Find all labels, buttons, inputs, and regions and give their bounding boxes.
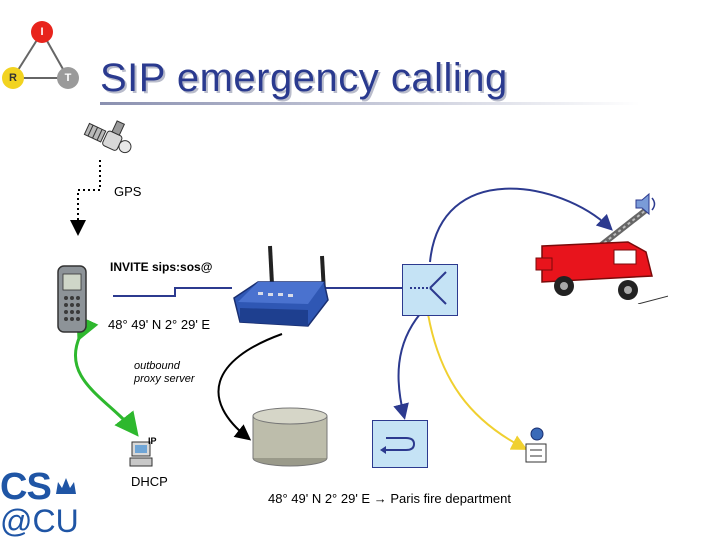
invite-path — [113, 287, 232, 297]
cell-phone-icon — [57, 265, 87, 333]
proxy-to-truck-arrow — [429, 187, 613, 263]
fire-truck-icon — [535, 207, 668, 304]
directory-server-icon — [525, 427, 547, 463]
redirect-arrow-icon — [380, 437, 416, 454]
node-r: R — [2, 67, 24, 89]
title-underline — [100, 102, 640, 105]
destination-arrow-glyph: → — [373, 491, 387, 506]
phone-dhcp-arrow — [73, 314, 139, 437]
invite-label: INVITE sips:sos@ — [110, 260, 213, 274]
dhcp-label: DHCP — [131, 474, 168, 489]
cs-cu-logo: CS @CU — [0, 468, 90, 540]
proxy-to-ldap-arrow — [427, 313, 528, 450]
page-title: SIP emergency calling — [100, 56, 508, 100]
speaker-icon — [635, 192, 656, 216]
destination-name: Paris fire department — [390, 491, 512, 506]
proxy-fork-icon — [410, 271, 447, 305]
satellite-icon — [83, 120, 132, 154]
destination-coords: 48° 49' N 2° 29' E — [268, 491, 371, 506]
gps-label: GPS — [114, 184, 142, 199]
location-database-icon — [252, 407, 328, 467]
node-t: T — [57, 67, 79, 89]
proxy-label-line2: proxy server — [134, 373, 195, 385]
crown-icon — [56, 478, 76, 494]
proxy-to-redirect-arrow — [393, 313, 421, 420]
dhcp-server-icon — [129, 441, 153, 467]
proxy-server-box — [402, 264, 458, 316]
wireless-router-icon — [233, 245, 329, 327]
ip-tag: IP — [148, 436, 157, 446]
router-to-db-arrow — [217, 333, 283, 441]
phone-coords-label: 48° 49' N 2° 29' E — [108, 317, 211, 332]
logo-line1: CS — [0, 466, 52, 508]
logo-line2: @CU — [0, 503, 79, 539]
gps-dotted-arrow — [70, 160, 101, 236]
node-i: I — [31, 21, 53, 43]
proxy-label-line1: outbound — [134, 360, 180, 372]
destination-label: 48° 49' N 2° 29' E → Paris fire departme… — [268, 491, 511, 506]
redirect-server-box — [372, 420, 428, 468]
